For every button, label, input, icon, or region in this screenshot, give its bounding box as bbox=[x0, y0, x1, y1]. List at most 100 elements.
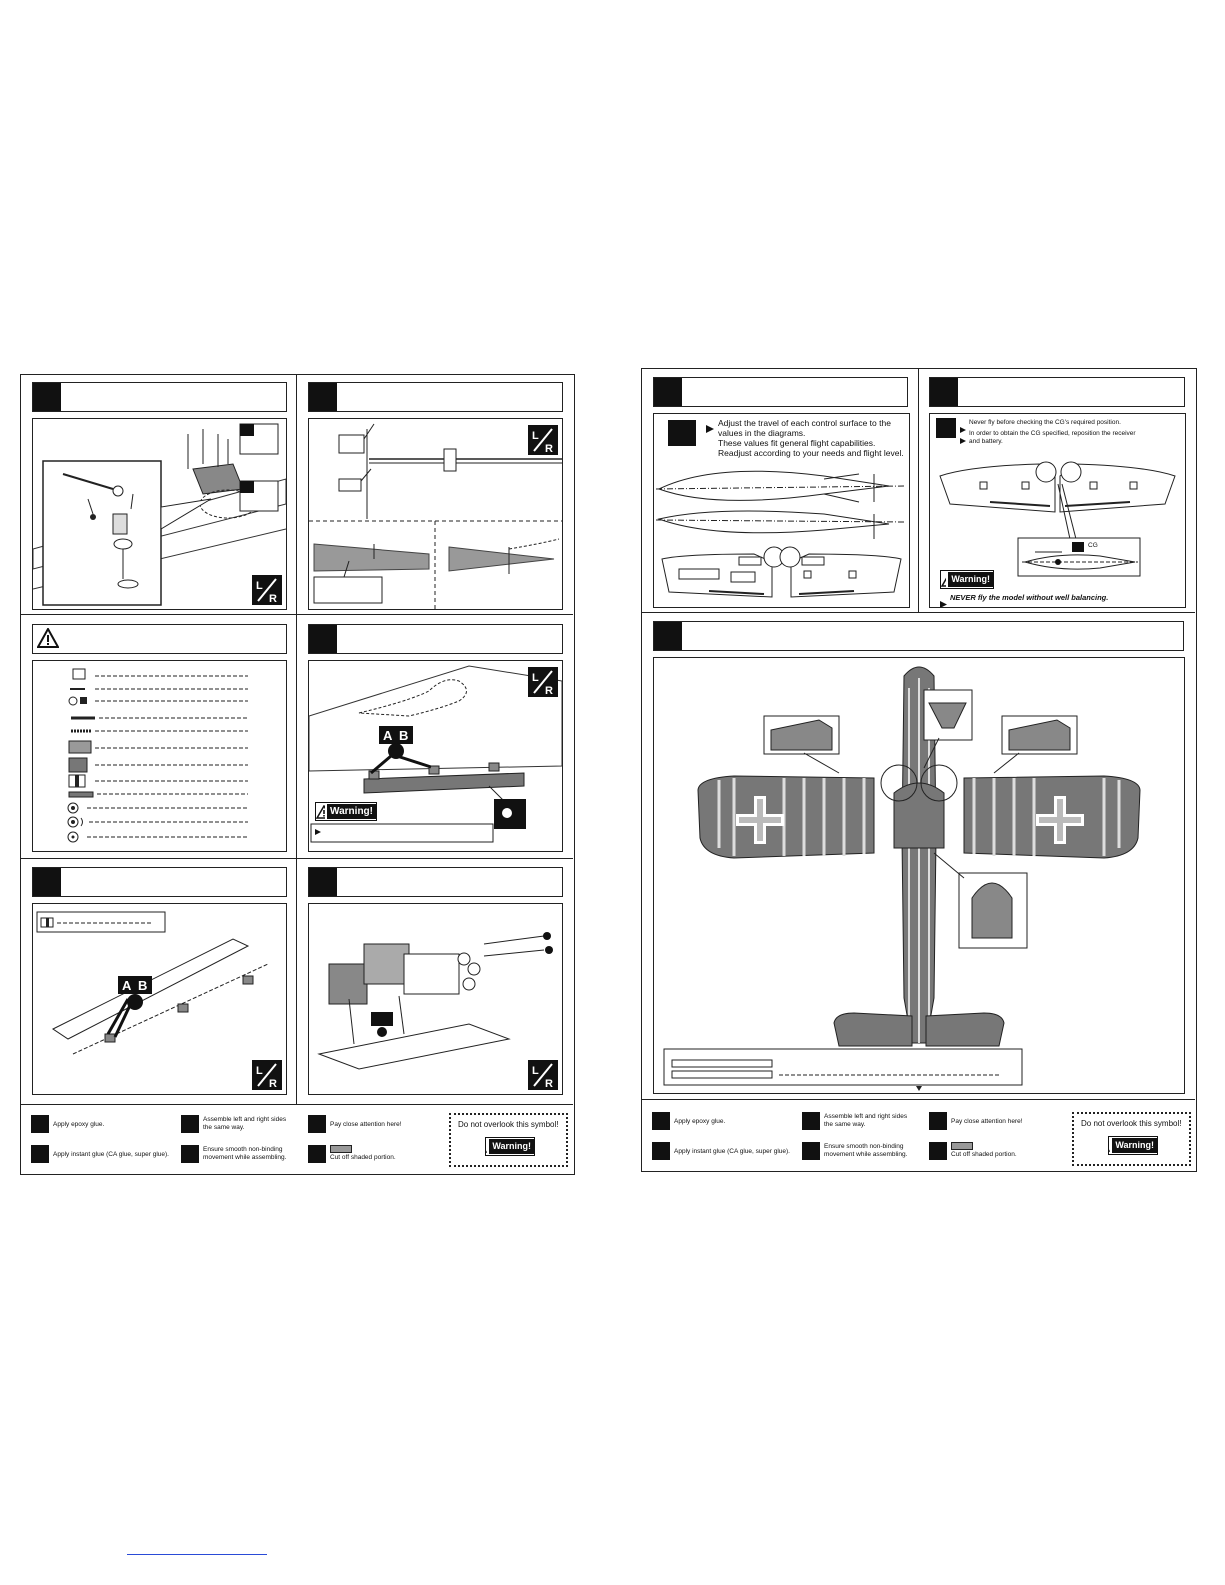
control-throw-line-4: Readjust according to your needs and fli… bbox=[718, 448, 904, 458]
overlook-symbol-box bbox=[1072, 1112, 1191, 1166]
instant-glue-icon bbox=[652, 1142, 670, 1160]
left-page-column-divider bbox=[296, 375, 297, 1105]
cut-off-icon bbox=[929, 1142, 947, 1160]
overlook-symbol-box bbox=[449, 1113, 568, 1167]
smooth-movement-icon bbox=[802, 1142, 820, 1160]
diagram-balance: Never fly before checking the CG's requi… bbox=[929, 413, 1186, 608]
warning-badge: Warning! bbox=[315, 802, 377, 821]
legend-attention-text: Pay close attention here! bbox=[330, 1121, 402, 1128]
step-number-block bbox=[654, 378, 682, 406]
lr-l: L bbox=[532, 1065, 539, 1077]
legend-lr-line2: the same way. bbox=[824, 1121, 866, 1128]
step-header-control-rod bbox=[308, 382, 563, 412]
parts-list-drawing bbox=[67, 668, 248, 843]
balance-line-1: Never fly before checking the CG's requi… bbox=[969, 419, 1121, 426]
balance-warning-badge: Warning! bbox=[940, 570, 994, 589]
control-throw-line-1: Adjust the travel of each control surfac… bbox=[718, 418, 891, 428]
control-throw-line-3: These values fit general flight capabili… bbox=[718, 438, 876, 448]
lr-r: R bbox=[545, 1078, 553, 1090]
glue-b-label: B bbox=[399, 728, 408, 743]
left-page-row-divider-1 bbox=[21, 614, 573, 615]
legend-epoxy-text: Apply epoxy glue. bbox=[674, 1118, 726, 1125]
balance-line-2: In order to obtain the CG specified, rep… bbox=[969, 430, 1136, 437]
stabilizer-hinge-drawing: A B bbox=[36, 911, 269, 1055]
right-page-row-divider-1 bbox=[642, 612, 1195, 613]
lr-l: L bbox=[256, 580, 263, 592]
lr-l: L bbox=[532, 430, 539, 442]
cut-off-shaded-swatch bbox=[330, 1145, 352, 1153]
legend-epoxy-text: Apply epoxy glue. bbox=[53, 1121, 105, 1128]
step-header-servo-install bbox=[308, 867, 563, 897]
attention-hand-icon bbox=[668, 420, 696, 446]
legend-warning-label: Warning! bbox=[489, 1139, 534, 1154]
legend-warning-label: Warning! bbox=[1112, 1138, 1157, 1153]
attention-hand-icon bbox=[929, 1112, 947, 1130]
legend-smooth-line1: Ensure smooth non-binding bbox=[824, 1143, 904, 1150]
aileron-hinge-drawing: A B bbox=[309, 665, 562, 843]
lr-l: L bbox=[256, 1065, 263, 1077]
legend-instant-text: Apply instant glue (CA glue, super glue)… bbox=[53, 1151, 169, 1158]
balance-line-3: and battery. bbox=[969, 438, 1003, 445]
attention-hand-icon bbox=[308, 1115, 326, 1133]
step-header-decals bbox=[653, 621, 1184, 651]
step-header-stabilizer-hinge bbox=[32, 867, 287, 897]
warning-triangle-icon bbox=[1109, 1148, 1111, 1152]
never-fly-text: NEVER fly the model without well balanci… bbox=[950, 593, 1109, 602]
legend-lr-line2: the same way. bbox=[203, 1124, 245, 1131]
step-number-block bbox=[309, 868, 337, 896]
legend-lr-line1: Assemble left and right sides bbox=[203, 1116, 287, 1123]
step-number-block bbox=[33, 383, 61, 411]
epoxy-icon bbox=[31, 1115, 49, 1133]
left-right-small-icon bbox=[802, 1112, 820, 1130]
cut-off-shaded-swatch bbox=[951, 1142, 973, 1150]
step-number-block bbox=[654, 622, 682, 650]
legend-attention-text: Pay close attention here! bbox=[951, 1118, 1023, 1125]
lr-l: L bbox=[532, 672, 539, 684]
legend-cutoff-text: Cut off shaded portion. bbox=[330, 1154, 396, 1161]
lr-r: R bbox=[545, 443, 553, 455]
legend-right: Apply epoxy glue. Apply instant glue (CA… bbox=[642, 1100, 1195, 1170]
legend-smooth-line2: movement while assembling. bbox=[203, 1154, 287, 1161]
step-number-block bbox=[309, 625, 337, 653]
legend-left: Apply epoxy glue. Apply instant glue (CA… bbox=[21, 1105, 573, 1173]
balance-warning-label: Warning! bbox=[948, 572, 993, 587]
legend-smooth-line1: Ensure smooth non-binding bbox=[203, 1146, 283, 1153]
bullet-arrow bbox=[940, 595, 947, 607]
step-header-hinge-horn bbox=[32, 382, 287, 412]
glue-a-label: A bbox=[383, 728, 393, 743]
legend-warning-badge: Warning! bbox=[485, 1137, 535, 1156]
glue-a-label: A bbox=[122, 978, 132, 993]
instant-glue-icon bbox=[31, 1145, 49, 1163]
right-page-row-divider-2 bbox=[642, 1099, 1195, 1100]
hyperlink-underline[interactable] bbox=[127, 1554, 267, 1555]
glue-b-label: B bbox=[138, 978, 147, 993]
warning-triangle-icon bbox=[316, 804, 326, 819]
balance-drawing bbox=[939, 461, 1176, 577]
lr-r: R bbox=[269, 1078, 277, 1090]
legend-instant-text: Apply instant glue (CA glue, super glue)… bbox=[674, 1148, 790, 1155]
left-right-small-icon bbox=[181, 1115, 199, 1133]
bullet-arrow bbox=[706, 420, 714, 438]
warning-triangle-icon bbox=[36, 626, 60, 653]
legend-overlook-text: Do not overlook this symbol! bbox=[1081, 1119, 1182, 1128]
cut-off-icon bbox=[308, 1145, 326, 1163]
cg-label: CG bbox=[1088, 542, 1098, 549]
step-header-aileron-hinge bbox=[308, 624, 563, 654]
servo-install-drawing bbox=[317, 932, 553, 1070]
warning-badge-label: Warning! bbox=[327, 804, 376, 819]
diagram-control-throw: Adjust the travel of each control surfac… bbox=[653, 413, 910, 608]
legend-warning-badge: Warning! bbox=[1108, 1136, 1158, 1155]
right-page-column-divider bbox=[918, 369, 919, 612]
left-page-row-divider-3 bbox=[21, 1104, 573, 1105]
step-header-control-throw bbox=[653, 377, 908, 407]
control-throw-line-2: values in the diagrams. bbox=[718, 428, 806, 438]
